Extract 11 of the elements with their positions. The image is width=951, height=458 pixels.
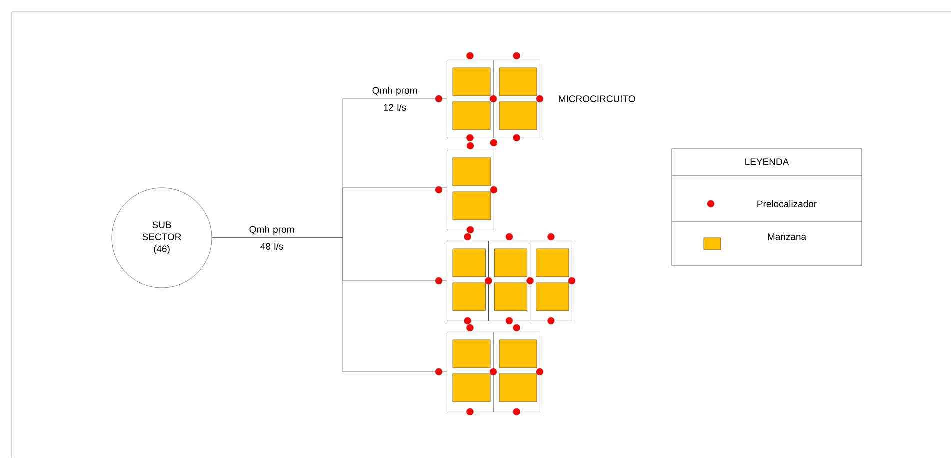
flow-label: Qmh prom 48 l/s	[250, 226, 294, 250]
microcircuit-box	[447, 332, 540, 412]
microcircuit-label: MICROCIRCUITO	[559, 96, 636, 102]
microcircuit-box	[447, 60, 540, 138]
legend-label: Prelocalizador	[758, 200, 817, 208]
pipe-line	[212, 238, 448, 372]
microcircuit-box	[447, 150, 494, 230]
edge-label: Qmh prom 12 l/s	[372, 87, 418, 111]
legend-title: LEYENDA	[746, 158, 790, 166]
legend-label: Manzana	[768, 234, 807, 240]
microcircuit-box	[447, 241, 572, 322]
